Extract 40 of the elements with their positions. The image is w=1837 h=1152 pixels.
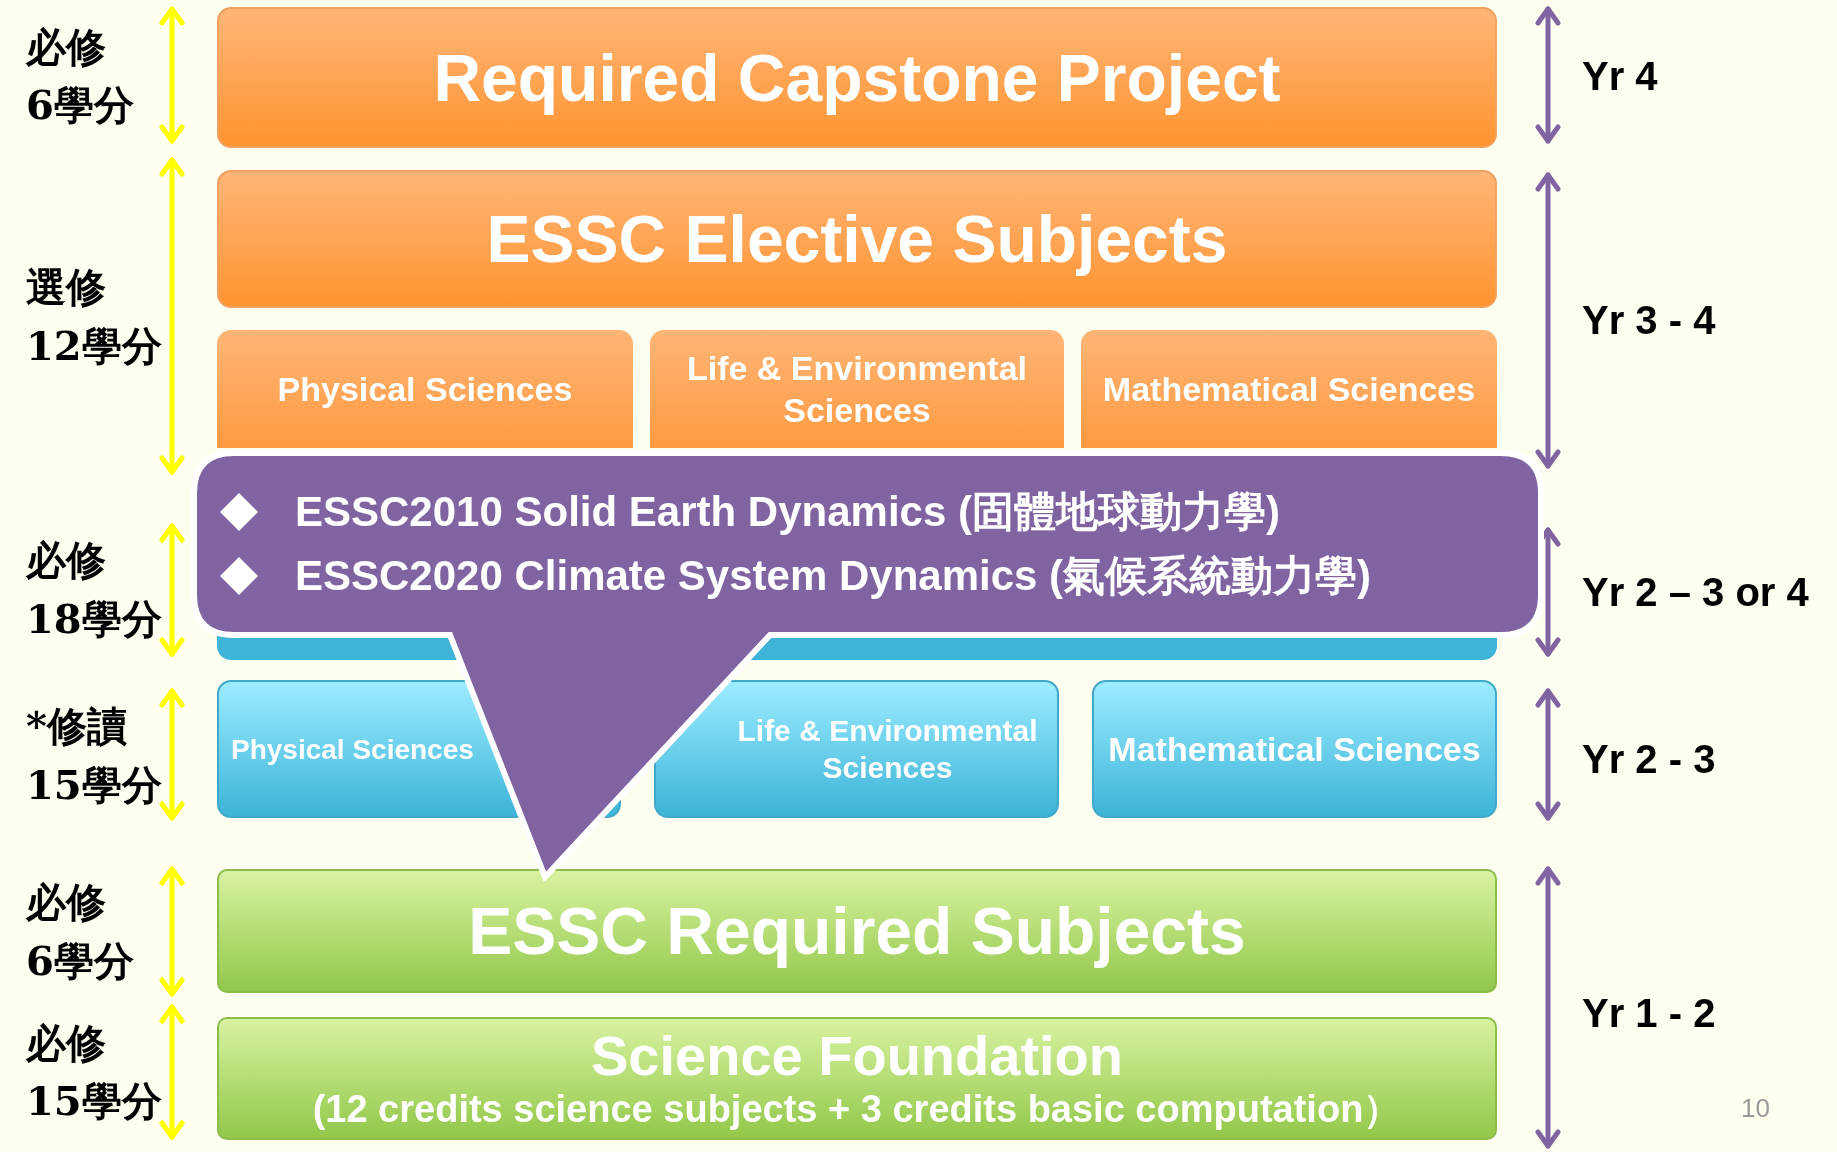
course-bar (217, 170, 1497, 308)
box-title: ESSC Elective Subjects (486, 201, 1228, 277)
box-title: Life & Environmental Sciences (685, 347, 1029, 431)
credit-label: 12學分 (26, 320, 162, 371)
course-bar (217, 7, 1497, 148)
box-title: Mathematical Sciences (1102, 368, 1476, 410)
credit-label: 必修 (26, 1017, 106, 1068)
course-item: ESSC2020 Climate System Dynamics (氣候系統動力學) (295, 551, 1372, 601)
course-item: ESSC2010 Solid Earth Dynamics (固體地球動力學) (295, 487, 1280, 537)
credit-label: 18學分 (26, 593, 162, 644)
category-tab (650, 330, 1064, 448)
box-title: Mathematical Sciences (1108, 728, 1481, 770)
year-label: Yr 3 - 4 (1582, 297, 1716, 343)
credit-label: 選修 (26, 261, 106, 312)
box-title: ESSC Required Subjects (468, 893, 1246, 969)
credit-label: 15學分 (26, 1075, 162, 1126)
box-note: (12 credits science subjects + 3 credits basic computation） (312, 1086, 1402, 1132)
course-bar (217, 1017, 1497, 1140)
credit-label: 6學分 (26, 79, 134, 130)
category-tab (217, 330, 633, 448)
box-title: Science Foundation (590, 1024, 1124, 1087)
credit-label: 必修 (26, 21, 106, 72)
credit-label: 6學分 (26, 935, 134, 986)
credit-label: 必修 (26, 876, 106, 927)
year-label: Yr 2 - 3 (1582, 736, 1716, 782)
credit-label: 必修 (26, 534, 106, 585)
box-title: Life & Environmental Sciences (736, 712, 1039, 786)
category-box (654, 680, 1059, 818)
year-label: Yr 2 – 3 or 4 (1582, 569, 1809, 615)
box-title: Required Capstone Project (433, 39, 1281, 116)
box-title: Physical Sciences (230, 732, 474, 767)
year-label: Yr 4 (1582, 53, 1658, 99)
box-title: Physical Sciences (277, 368, 573, 410)
category-box (1092, 680, 1497, 818)
year-label: Yr 1 - 2 (1582, 990, 1716, 1036)
category-tab (1081, 330, 1497, 448)
credit-label: 15學分 (26, 759, 162, 810)
page-number: 10 (1741, 1092, 1770, 1124)
course-bar (217, 869, 1497, 993)
credit-label: *修讀 (26, 700, 127, 751)
